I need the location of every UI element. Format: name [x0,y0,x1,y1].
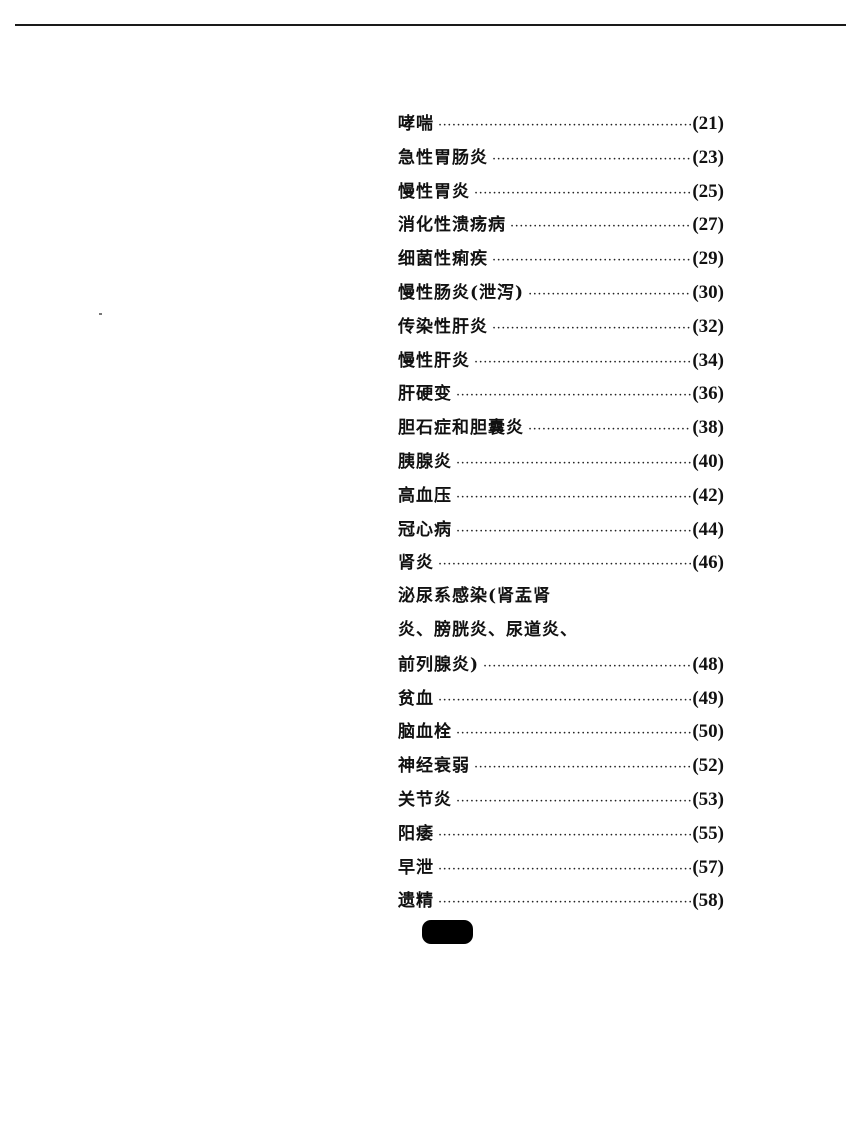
dot-leader [438,819,691,853]
toc-entry-title: 阳痿 [398,823,434,844]
toc-entry-page: (57) [692,856,724,878]
toc-entry-title: 慢性肠炎(泄泻) [398,282,525,303]
dot-leader [456,447,691,481]
toc-entry-page: (53) [692,788,724,810]
toc-entry-page: (25) [692,180,724,202]
dot-leader [438,109,691,143]
dot-leader [438,853,691,887]
dot-leader [438,684,691,718]
toc-entry-page: (36) [692,383,724,405]
toc-entry-title: 细菌性痢疾 [398,249,488,270]
toc-entry[interactable]: 阳痿 (55) [398,817,724,851]
toc-entry-title: 高血压 [398,485,452,506]
header-rule [15,24,846,26]
toc-entry[interactable]: 急性胃肠炎 (23) [398,141,724,175]
toc-entry-page: (23) [692,146,724,168]
toc-entry[interactable]: 遗精 (58) [398,884,724,918]
dot-leader [456,717,691,751]
toc-entry-title: 胰腺炎 [398,451,452,472]
toc-entry-page: (42) [692,484,724,506]
toc-entry-page: (44) [692,518,724,540]
toc-entry-title: 神经衰弱 [398,756,470,777]
table-of-contents: 哮喘 (21) 急性胃肠炎 (23) 慢性胃炎 (25) 消化性溃疡病 (27)… [398,107,724,918]
dot-leader [528,413,691,447]
toc-entry-page: (49) [692,687,724,709]
toc-entry[interactable]: 胰腺炎 (40) [398,445,724,479]
toc-entry[interactable]: 慢性肠炎(泄泻) (30) [398,276,724,310]
toc-entry-page: (55) [692,822,724,844]
toc-entry-title: 消化性溃疡病 [398,215,506,236]
toc-entry-title: 贫血 [398,688,434,709]
dot-leader [492,143,691,177]
toc-entry-page: (21) [692,113,724,134]
toc-entry-title: 遗精 [398,891,434,912]
toc-entry-title: 慢性胃炎 [398,181,470,202]
toc-entry-page: (52) [692,755,724,777]
dot-leader [456,785,691,819]
toc-entry-title: 早泄 [398,857,434,878]
toc-entry[interactable]: 脑血栓 (50) [398,715,724,749]
dot-leader [492,312,691,346]
toc-entry-title: 哮喘 [398,114,434,134]
toc-entry-page: (50) [692,721,724,743]
dot-leader [492,244,691,278]
scan-speck [99,313,102,315]
toc-entry[interactable]: 关节炎 (53) [398,783,724,817]
toc-entry-title: 冠心病 [398,519,452,540]
toc-entry-continued[interactable]: 泌尿系感染(肾盂肾 [398,580,724,614]
toc-entry-title: 肾炎 [398,553,434,574]
toc-entry[interactable]: 贫血 (49) [398,682,724,716]
toc-entry-title: 胆石症和胆囊炎 [398,418,524,439]
dot-leader [438,886,691,920]
page-number-block [422,920,473,944]
toc-entry-title: 急性胃肠炎 [398,147,488,168]
toc-entry[interactable]: 胆石症和胆囊炎 (38) [398,411,724,445]
toc-entry[interactable]: 哮喘 (21) [398,107,724,141]
dot-leader [456,481,691,515]
toc-entry[interactable]: 肾炎 (46) [398,546,724,580]
dot-leader [528,278,691,312]
toc-entry[interactable]: 细菌性痢疾 (29) [398,242,724,276]
toc-entry-page: (32) [692,315,724,337]
toc-entry[interactable]: 神经衰弱 (52) [398,749,724,783]
dot-leader [474,177,691,211]
toc-entry[interactable]: 前列腺炎) (48) [398,648,724,682]
toc-entry-title-line-2: 炎、膀胱炎、尿道炎、 [398,619,578,640]
toc-entry[interactable]: 冠心病 (44) [398,513,724,547]
toc-entry-page: (38) [692,417,724,439]
dot-leader [438,548,691,582]
toc-entry-page: (46) [692,552,724,574]
toc-entry[interactable]: 慢性胃炎 (25) [398,175,724,209]
toc-entry-title: 关节炎 [398,789,452,810]
toc-entry-title-line-3: 前列腺炎) [398,654,480,675]
toc-entry-page: (40) [692,450,724,472]
dot-leader [483,650,691,684]
toc-entry[interactable]: 消化性溃疡病 (27) [398,208,724,242]
toc-entry-title: 慢性肝炎 [398,350,470,371]
dot-leader [510,210,691,244]
toc-entry[interactable]: 早泄 (57) [398,851,724,885]
toc-entry[interactable]: 高血压 (42) [398,479,724,513]
dot-leader [456,515,691,549]
toc-entry[interactable]: 传染性肝炎 (32) [398,310,724,344]
toc-entry-title: 脑血栓 [398,722,452,743]
toc-entry-title: 传染性肝炎 [398,316,488,337]
toc-entry-page: (48) [692,653,724,675]
toc-entry[interactable]: 肝硬变 (36) [398,377,724,411]
toc-entry-page: (34) [692,349,724,371]
toc-entry-title-line-1: 泌尿系感染(肾盂肾 [398,586,552,607]
dot-leader [474,346,691,380]
toc-entry[interactable]: 慢性肝炎 (34) [398,344,724,378]
dot-leader [474,751,691,785]
toc-entry-page: (58) [692,890,724,912]
toc-entry-continued[interactable]: 炎、膀胱炎、尿道炎、 [398,614,724,648]
toc-entry-page: (29) [692,248,724,270]
toc-entry-page: (30) [692,281,724,303]
toc-entry-page: (27) [692,214,724,236]
dot-leader [456,379,691,413]
toc-entry-title: 肝硬变 [398,384,452,405]
